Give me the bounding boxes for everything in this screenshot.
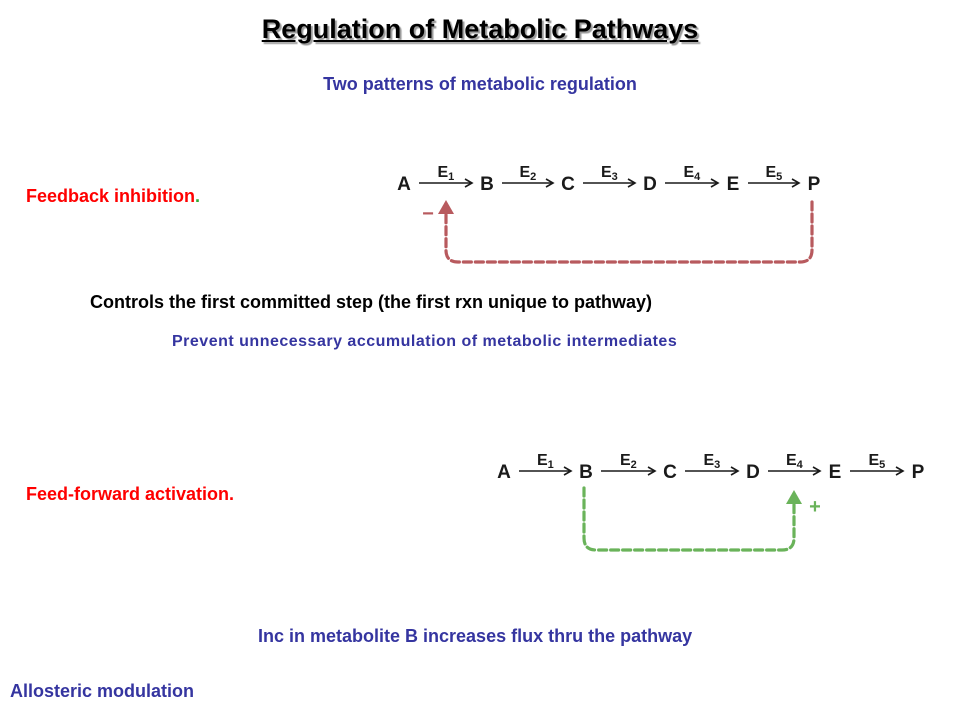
feedforward-enzyme-letter-5: E xyxy=(869,452,880,469)
feedforward-enzyme-3: E3 xyxy=(704,452,721,471)
feedback-enzyme-letter-4: E xyxy=(684,164,695,181)
feedback-arrowhead-2 xyxy=(545,178,555,188)
feedforward-arrowhead-5 xyxy=(895,466,905,476)
feedforward-enzyme-5: E5 xyxy=(869,452,886,471)
feedforward-enzyme-letter-4: E xyxy=(786,452,797,469)
feedforward-enzyme-4: E4 xyxy=(786,452,804,471)
feedforward-enzyme-subscript-4: 4 xyxy=(797,459,804,471)
feedforward-enzyme-subscript-2: 2 xyxy=(631,459,637,471)
feedforward-enzyme-subscript-1: 1 xyxy=(548,459,554,471)
feedforward-arrowhead-3 xyxy=(730,466,740,476)
feedback-metabolite-d: D xyxy=(643,174,657,195)
feedback-regulation-arrowhead xyxy=(438,200,454,214)
feedforward-enzyme-letter-3: E xyxy=(704,452,715,469)
feedback-enzyme-letter-5: E xyxy=(766,164,777,181)
feedback-enzyme-2: E2 xyxy=(520,164,537,183)
feedforward-description: Inc in metabolite B increases flux thru … xyxy=(258,626,693,646)
footer-allosteric-modulation: Allosteric modulation xyxy=(10,681,195,701)
feedforward-enzyme-1: E1 xyxy=(537,452,554,471)
feedback-regulation-loop xyxy=(444,200,814,264)
feedback-enzyme-letter-2: E xyxy=(520,164,531,181)
feedback-enzyme-letter-3: E xyxy=(601,164,612,181)
feedforward-regulation-loop xyxy=(582,486,796,552)
feedforward-metabolite-b: B xyxy=(579,462,593,483)
feedforward-label: Feed-forward activation. xyxy=(26,484,235,504)
feedback-regulation-sign: − xyxy=(422,203,434,225)
feedback-enzyme-4: E4 xyxy=(684,164,702,183)
feedback-enzyme-5: E5 xyxy=(766,164,783,183)
feedback-note: Prevent unnecessary accumulation of meta… xyxy=(172,333,678,350)
feedback-enzyme-3: E3 xyxy=(601,164,618,183)
feedback-label-text: Feedback inhibition xyxy=(26,186,196,206)
feedforward-enzyme-letter-1: E xyxy=(537,452,548,469)
feedback-label-period: . xyxy=(195,186,201,206)
page-title: Regulation of Metabolic Pathways xyxy=(261,14,699,44)
feedback-metabolite-a: A xyxy=(397,174,411,195)
feedback-arrowhead-5 xyxy=(791,178,801,188)
feedback-enzyme-subscript-1: 1 xyxy=(448,171,454,183)
feedback-enzyme-subscript-4: 4 xyxy=(694,171,701,183)
feedforward-metabolite-d: D xyxy=(746,462,760,483)
feedforward-enzyme-letter-2: E xyxy=(620,452,631,469)
feedforward-metabolite-e: E xyxy=(829,462,842,483)
feedback-arrowhead-1 xyxy=(464,178,474,188)
feedforward-arrowhead-2 xyxy=(647,466,657,476)
feedback-enzyme-letter-1: E xyxy=(438,164,449,181)
feedforward-arrowhead-1 xyxy=(563,466,573,476)
feedforward-metabolite-c: C xyxy=(663,462,677,483)
feedback-enzyme-subscript-3: 3 xyxy=(612,171,618,183)
page-subtitle: Two patterns of metabolic regulation xyxy=(323,74,637,94)
feedback-label: Feedback inhibition. xyxy=(26,186,200,207)
feedback-arrowhead-4 xyxy=(710,178,720,188)
feedback-enzyme-subscript-5: 5 xyxy=(776,171,782,183)
feedforward-regulation-sign: + xyxy=(809,496,821,518)
feedforward-enzyme-subscript-3: 3 xyxy=(714,459,720,471)
feedback-metabolite-p: P xyxy=(808,174,821,195)
feedforward-metabolite-p: P xyxy=(912,462,925,483)
feedforward-regulation-arrowhead xyxy=(786,490,802,504)
feedback-metabolite-b: B xyxy=(480,174,494,195)
feedforward-arrowhead-4 xyxy=(812,466,822,476)
feedforward-metabolite-a: A xyxy=(497,462,511,483)
feedback-metabolite-c: C xyxy=(561,174,575,195)
feedforward-enzyme-subscript-5: 5 xyxy=(879,459,885,471)
feedforward-enzyme-2: E2 xyxy=(620,452,637,471)
feedback-arrowhead-3 xyxy=(627,178,637,188)
feedback-description: Controls the first committed step (the f… xyxy=(90,292,653,312)
feedback-enzyme-subscript-2: 2 xyxy=(530,171,536,183)
feedback-metabolite-e: E xyxy=(727,174,740,195)
feedback-enzyme-1: E1 xyxy=(438,164,455,183)
